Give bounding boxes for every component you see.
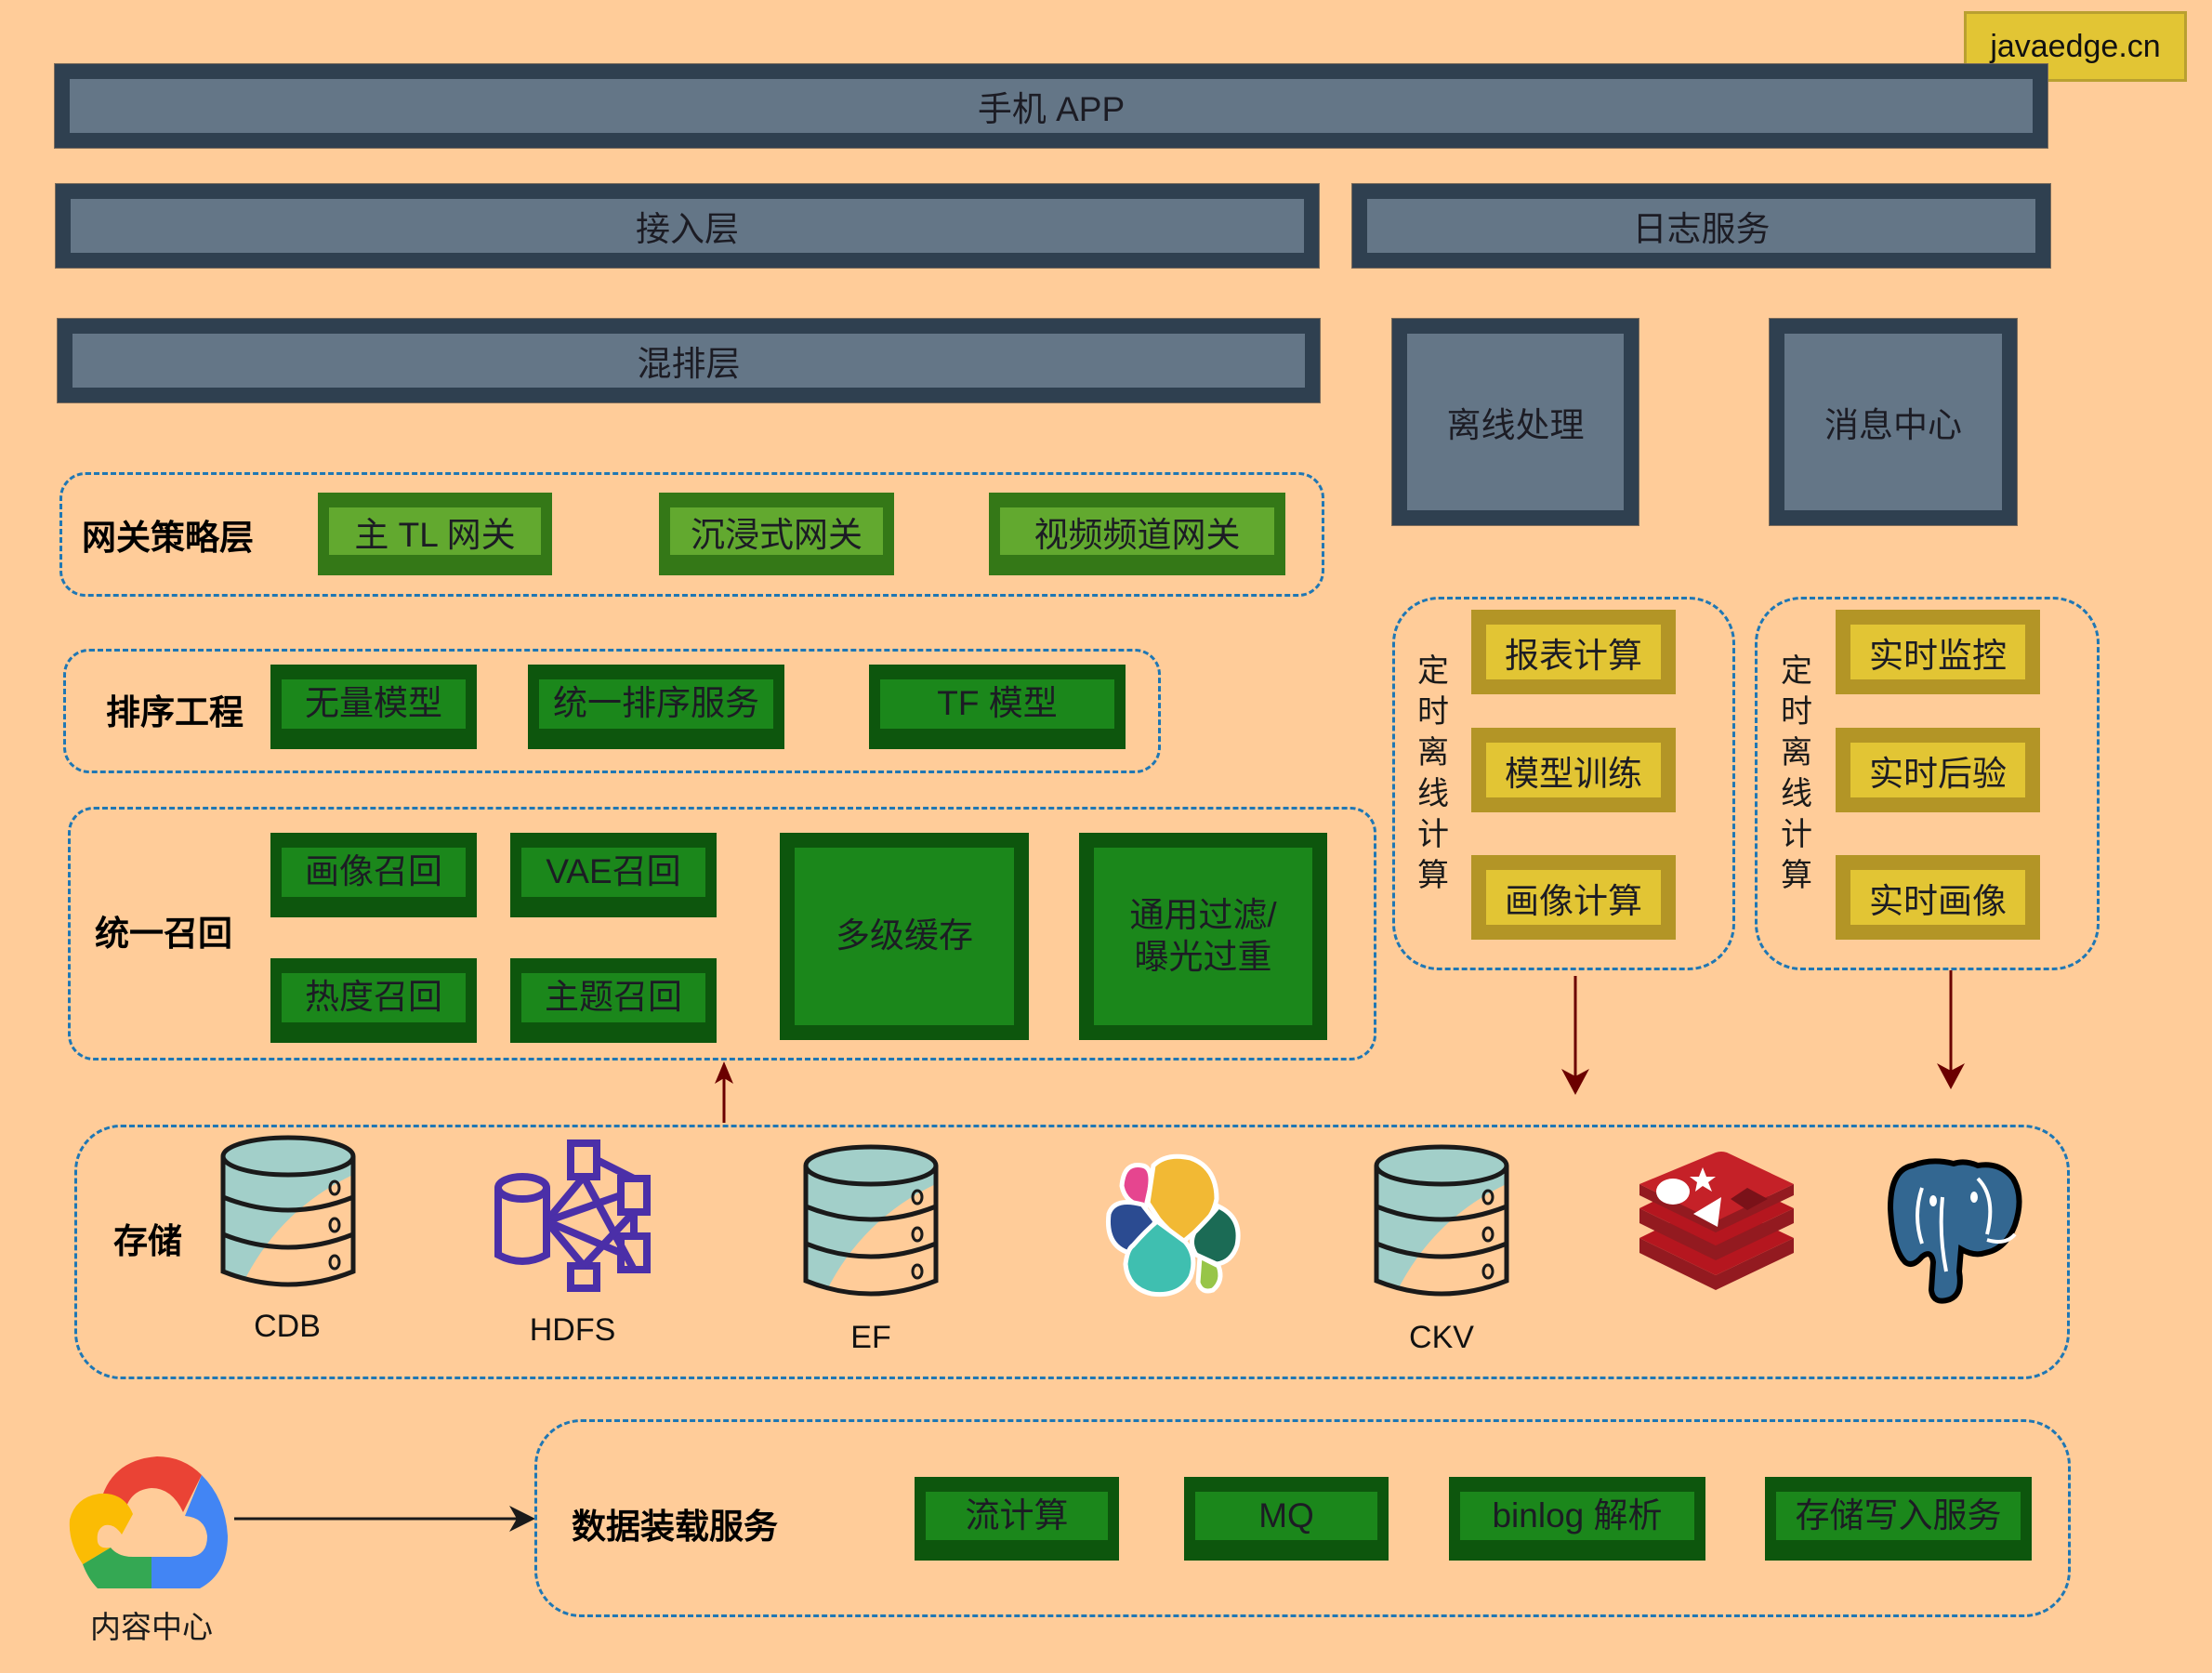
sorting-wuliang-model[interactable]: 无量模型 xyxy=(270,665,477,749)
gateway-immersive[interactable]: 沉浸式网关 xyxy=(659,493,894,575)
recall-vae[interactable]: VAE召回 xyxy=(510,833,717,917)
report-compute-label: 报表计算 xyxy=(1486,625,1661,679)
scheduled-offline-group-right xyxy=(1755,597,2100,970)
data-loading-label: 数据装载服务 xyxy=(572,1508,778,1546)
log-service[interactable]: 日志服务 xyxy=(1351,183,2051,269)
sorting-wuliang-model-label: 无量模型 xyxy=(282,679,466,729)
access-layer-label: 接入层 xyxy=(71,199,1304,253)
storage-hdfs-label: HDFS xyxy=(529,1312,616,1348)
arrow-storage-to-recall xyxy=(715,1061,733,1123)
log-service-label: 日志服务 xyxy=(1367,199,2035,253)
arrow-right-offline-to-storage xyxy=(1937,970,1965,1089)
multilevel-cache[interactable]: 多级缓存 xyxy=(780,833,1029,1040)
general-filter-line-2: 曝光过重 xyxy=(1134,937,1272,976)
sorting-label: 排序工程 xyxy=(106,693,244,731)
recall-profile-label: 画像召回 xyxy=(282,848,466,897)
app-layer-label: 手机 APP xyxy=(70,79,2033,133)
general-filter-label: 通用过滤/ 曝光过重 xyxy=(1094,848,1312,1025)
gateway-main-tl[interactable]: 主 TL 网关 xyxy=(318,493,552,575)
sorting-unified-service[interactable]: 统一排序服务 xyxy=(528,665,784,749)
recall-vae-label: VAE召回 xyxy=(521,848,705,897)
sorting-group xyxy=(63,649,1161,773)
scheduled-offline-label-left: 定 时 离 线 计 算 xyxy=(1417,653,1449,893)
database-icon xyxy=(1374,1144,1509,1297)
database-icon xyxy=(803,1144,939,1297)
gateway-strategy-label: 网关策略层 xyxy=(82,519,254,557)
app-layer[interactable]: 手机 APP xyxy=(54,63,2048,149)
recall-profile[interactable]: 画像召回 xyxy=(270,833,477,917)
report-compute[interactable]: 报表计算 xyxy=(1471,610,1676,694)
access-layer[interactable]: 接入层 xyxy=(55,183,1320,269)
mq-label: MQ xyxy=(1195,1492,1377,1540)
recall-hot-label: 热度召回 xyxy=(282,973,466,1022)
profile-compute-label: 画像计算 xyxy=(1486,870,1661,925)
general-filter-line-1: 通用过滤/ xyxy=(1129,896,1277,935)
realtime-posterior[interactable]: 实时后验 xyxy=(1836,728,2040,812)
storage-ckv-label: CKV xyxy=(1409,1320,1474,1355)
storage-write-service[interactable]: 存储写入服务 xyxy=(1765,1477,2032,1561)
storage-write-service-label: 存储写入服务 xyxy=(1776,1492,2021,1540)
watermark-text: javaedge.cn xyxy=(1990,28,2161,64)
arrow-left-offline-to-storage xyxy=(1561,976,1589,1095)
multilevel-cache-label: 多级缓存 xyxy=(795,848,1014,1025)
gateway-strategy-group xyxy=(59,472,1324,597)
data-loading-group xyxy=(534,1419,2071,1617)
general-filter[interactable]: 通用过滤/ 曝光过重 xyxy=(1079,833,1327,1040)
sorting-tf-model[interactable]: TF 模型 xyxy=(869,665,1126,749)
content-center-label: 内容中心 xyxy=(90,1610,213,1644)
database-icon xyxy=(220,1135,356,1287)
stream-compute[interactable]: 流计算 xyxy=(915,1477,1119,1561)
realtime-monitoring[interactable]: 实时监控 xyxy=(1836,610,2040,694)
cloud-icon xyxy=(69,1456,228,1588)
mixing-layer-label: 混排层 xyxy=(72,334,1305,388)
gateway-main-tl-label: 主 TL 网关 xyxy=(329,507,541,555)
message-center-label: 消息中心 xyxy=(1784,334,2002,510)
scheduled-offline-group-left xyxy=(1392,597,1735,970)
gateway-video-channel-label: 视频频道网关 xyxy=(1000,507,1274,555)
realtime-posterior-label: 实时后验 xyxy=(1850,743,2025,797)
stream-compute-label: 流计算 xyxy=(926,1492,1108,1540)
realtime-profile-label: 实时画像 xyxy=(1850,870,2025,925)
message-center[interactable]: 消息中心 xyxy=(1769,318,2018,526)
profile-compute[interactable]: 画像计算 xyxy=(1471,855,1676,940)
model-training[interactable]: 模型训练 xyxy=(1471,728,1676,812)
hdfs-icon xyxy=(494,1139,651,1292)
realtime-monitoring-label: 实时监控 xyxy=(1850,625,2025,679)
realtime-profile[interactable]: 实时画像 xyxy=(1836,855,2040,940)
binlog-parser[interactable]: binlog 解析 xyxy=(1449,1477,1705,1561)
sorting-tf-model-label: TF 模型 xyxy=(880,679,1114,729)
arrow-content-center-to-loading xyxy=(234,1506,535,1532)
storage-label: 存储 xyxy=(113,1222,182,1260)
elasticsearch-icon xyxy=(1105,1153,1241,1298)
postgresql-icon xyxy=(1887,1158,2022,1304)
model-training-label: 模型训练 xyxy=(1486,743,1661,797)
binlog-parser-label: binlog 解析 xyxy=(1460,1492,1694,1540)
offline-processing[interactable]: 离线处理 xyxy=(1391,318,1639,526)
recall-topic[interactable]: 主题召回 xyxy=(510,958,717,1043)
scheduled-offline-label-right: 定 时 离 线 计 算 xyxy=(1781,653,1812,893)
storage-ef-label: EF xyxy=(850,1320,891,1355)
sorting-unified-service-label: 统一排序服务 xyxy=(539,679,773,729)
redis-icon xyxy=(1639,1152,1794,1290)
gateway-video-channel[interactable]: 视频频道网关 xyxy=(989,493,1285,575)
recall-group xyxy=(68,807,1376,1060)
gateway-immersive-label: 沉浸式网关 xyxy=(670,507,883,555)
mq[interactable]: MQ xyxy=(1184,1477,1389,1561)
storage-cdb-label: CDB xyxy=(254,1309,321,1344)
offline-processing-label: 离线处理 xyxy=(1407,334,1624,510)
recall-hot[interactable]: 热度召回 xyxy=(270,958,477,1043)
recall-topic-label: 主题召回 xyxy=(521,973,705,1022)
storage-group xyxy=(74,1125,2070,1379)
recall-label: 统一召回 xyxy=(95,915,232,953)
mixing-layer[interactable]: 混排层 xyxy=(57,318,1321,403)
